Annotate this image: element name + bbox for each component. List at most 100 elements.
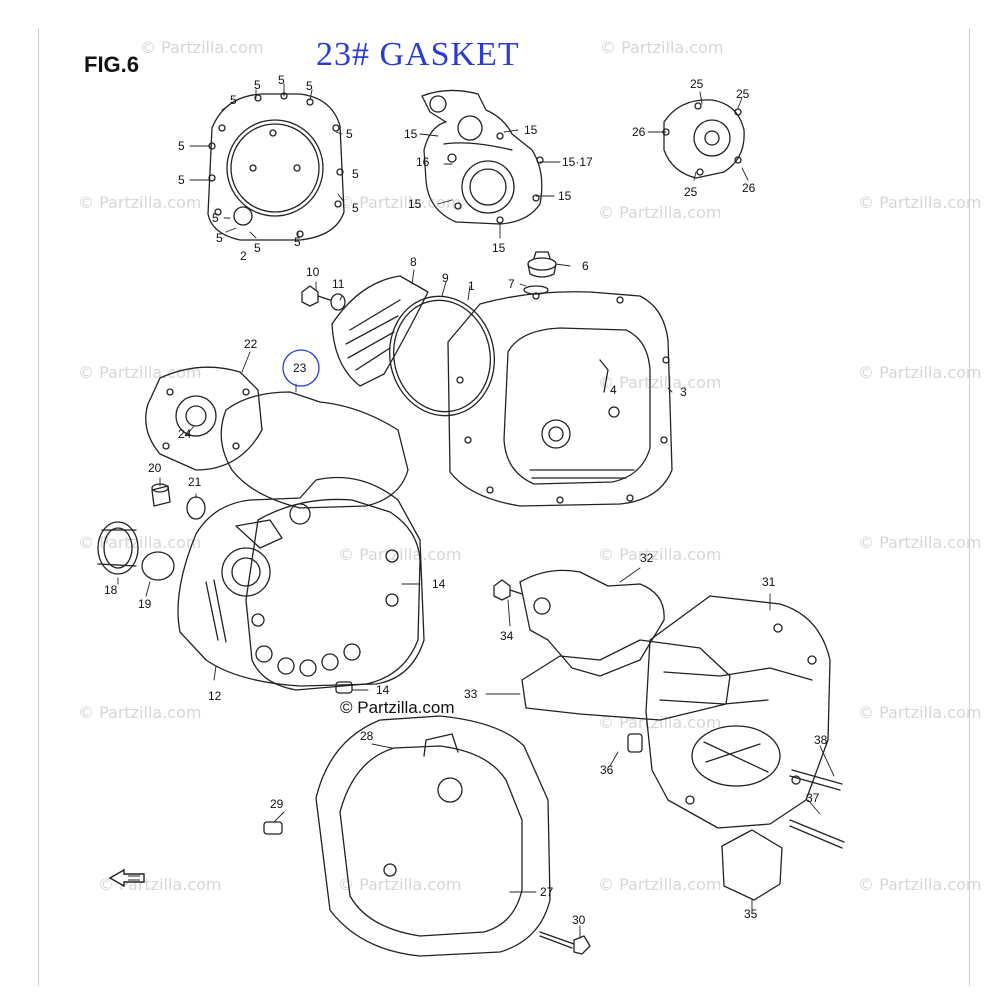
callout-15: 15 — [558, 189, 572, 203]
stud-bolt-38 — [789, 769, 843, 791]
callout-35: 35 — [744, 907, 758, 921]
callout-4: 4 — [610, 383, 617, 397]
gasket-13 — [245, 498, 421, 691]
watermark: © Partzilla.com — [598, 875, 722, 894]
plate — [331, 275, 429, 387]
callout-29: 29 — [270, 797, 284, 811]
callout-24: 24 — [178, 427, 192, 441]
callout-8: 8 — [410, 255, 417, 269]
leader-lines — [117, 83, 835, 939]
callout-2: 2 — [240, 249, 247, 263]
callout-16: 16 — [416, 155, 430, 169]
watermark: © Partzilla.com — [858, 193, 982, 212]
callout-5: 5 — [306, 79, 313, 93]
gasket-33 — [521, 639, 731, 721]
callout-34: 34 — [500, 629, 514, 643]
callout-20: 20 — [148, 461, 162, 475]
callout-15-17: 15·17 — [562, 155, 593, 169]
callout-27: 27 — [540, 885, 554, 899]
oil-pump-cover — [662, 99, 745, 179]
side-cover — [145, 366, 263, 471]
watermark: © Partzilla.com — [858, 363, 982, 382]
watermark: © Partzilla.com — [600, 38, 724, 57]
callout-36: 36 — [600, 763, 614, 777]
callout-25: 25 — [736, 87, 750, 101]
callout-13: 14 — [432, 577, 446, 591]
diagram-frame — [38, 28, 970, 986]
callout-5: 5 — [346, 127, 353, 141]
bolt — [301, 285, 331, 307]
callout-1: 1 — [468, 279, 475, 293]
callout-7: 7 — [508, 277, 515, 291]
gasket-23 — [220, 391, 409, 509]
watermark: © Partzilla.com — [78, 193, 202, 212]
callout-3: 3 — [680, 385, 687, 399]
callout-26: 26 — [632, 125, 646, 139]
watermark: © Partzilla.com — [338, 875, 462, 894]
callout-33: 33 — [464, 687, 478, 701]
dowel-36 — [627, 733, 643, 753]
rubber-damper — [721, 829, 783, 901]
highlight-circle — [282, 349, 320, 387]
callout-11: 11 — [332, 277, 345, 291]
callout-labels: 5 5 5 5 5 5 5 5 5 5 5 5 5 2 15 15 16 15·… — [104, 73, 828, 927]
stud-bolt-37 — [789, 819, 845, 849]
watermark: © Partzilla.com — [598, 545, 722, 564]
callout-15: 15 — [492, 241, 506, 255]
callout-5: 5 — [212, 211, 219, 225]
watermark: © Partzilla.com — [78, 363, 202, 382]
callout-15: 15 — [404, 127, 418, 141]
watermark: © Partzilla.com — [78, 703, 202, 722]
callout-5: 5 — [254, 241, 261, 255]
gasket-13-holes — [251, 549, 399, 677]
callout-22: 22 — [244, 337, 258, 351]
callout-9: 9 — [442, 271, 449, 285]
callout-28: 28 — [360, 729, 374, 743]
dowel-29 — [263, 821, 283, 835]
callout-5: 5 — [352, 167, 359, 181]
callout-31: 31 — [762, 575, 776, 589]
callout-5: 5 — [352, 201, 359, 215]
callout-5: 5 — [216, 231, 223, 245]
fwd-arrow-icon — [108, 868, 145, 888]
oil-filler-cap — [527, 251, 557, 278]
watermark: © Partzilla.com — [338, 545, 462, 564]
callout-15: 15 — [408, 197, 422, 211]
callout-5: 5 — [294, 235, 301, 249]
watermark: © Partzilla.com — [598, 373, 722, 392]
callout-25: 25 — [684, 185, 698, 199]
callout-25: 25 — [690, 77, 704, 91]
gasket-ring — [388, 295, 496, 417]
bolt-34 — [493, 579, 523, 601]
brand-mark: © Partzilla.com — [340, 698, 455, 717]
callout-30: 30 — [572, 913, 586, 927]
callout-18: 18 — [104, 583, 118, 597]
starter-clutch-cover — [315, 715, 551, 957]
bracket — [519, 569, 665, 677]
callout-14: 14 — [376, 683, 390, 697]
watermark: © Partzilla.com — [858, 703, 982, 722]
callout-37: 37 — [806, 791, 820, 805]
bolt-30 — [539, 931, 591, 955]
watermark: © Partzilla.com — [858, 533, 982, 552]
page-title: 23# GASKET — [316, 36, 520, 73]
washer — [330, 293, 346, 311]
figure-label: FIG.6 — [84, 52, 140, 77]
watermark: © Partzilla.com — [140, 38, 264, 57]
callout-5: 5 — [178, 173, 185, 187]
o-ring-21 — [186, 496, 206, 520]
callout-38: 38 — [814, 733, 828, 747]
generator-cover — [177, 476, 425, 687]
callout-6: 6 — [582, 259, 589, 273]
watermark: © Partzilla.com — [598, 203, 722, 222]
callout-10: 10 — [306, 265, 320, 279]
oil-seal — [97, 521, 139, 575]
clutch-cover — [207, 92, 345, 241]
callout-12: 12 — [208, 689, 222, 703]
o-ring-19 — [141, 551, 175, 581]
housing — [645, 595, 831, 829]
watermark: © Partzilla.com — [858, 875, 982, 894]
callout-5: 5 — [278, 73, 285, 87]
callout-26: 26 — [742, 181, 756, 195]
